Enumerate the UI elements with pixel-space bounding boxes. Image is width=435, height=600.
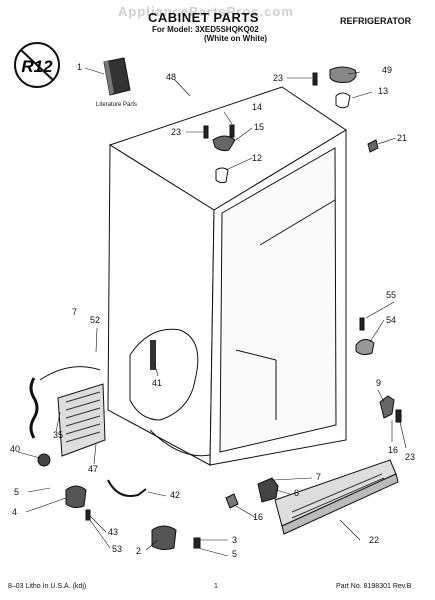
callout-2: 2 <box>136 546 142 556</box>
callout-43: 43 <box>108 527 119 537</box>
callout-12: 12 <box>252 153 263 163</box>
callout-23: 23 <box>273 73 284 83</box>
callout-53: 53 <box>112 544 123 554</box>
footer-page-number: 1 <box>214 583 218 590</box>
diagram-title: CABINET PARTS <box>148 10 259 25</box>
category-label: REFRIGERATOR <box>340 16 412 26</box>
callout-14: 14 <box>252 102 263 112</box>
callout-48: 48 <box>166 72 177 82</box>
top-hinge-assembly <box>203 66 379 184</box>
cabinet-opening-41 <box>150 340 156 370</box>
callout-55: 55 <box>386 290 397 300</box>
callout-4: 4 <box>12 507 18 517</box>
left-side-parts <box>29 366 106 467</box>
base-grille <box>274 459 399 535</box>
callout-22: 22 <box>369 535 380 545</box>
r12-badge: R12 <box>14 42 60 88</box>
callout-7: 7 <box>72 307 78 317</box>
callout-23c: 23 <box>405 452 416 462</box>
bottom-front-parts <box>65 477 279 551</box>
model-line: For Model: 3XED5SHQKQ02 <box>152 25 259 34</box>
footer-litho: 8–03 Litho In U.S.A. (kdj) <box>8 583 87 590</box>
callout-47: 47 <box>88 464 99 474</box>
callout-3: 3 <box>232 535 238 545</box>
callout-40: 40 <box>10 444 21 454</box>
callout-5b: 5 <box>232 549 238 559</box>
callout-54: 54 <box>386 315 397 325</box>
callout-42: 42 <box>170 490 181 500</box>
footer-part-number: Part No. 8198301 Rev.B <box>336 583 412 590</box>
callout-6: 6 <box>294 488 300 498</box>
cabinet-body <box>107 86 347 466</box>
callout-21: 21 <box>397 133 408 143</box>
callout-16b: 16 <box>253 512 264 522</box>
right-side-parts <box>355 317 402 423</box>
literature-booklet <box>103 57 131 96</box>
callout-7b: 7 <box>316 472 322 482</box>
callout-41: 41 <box>152 378 163 388</box>
color-line: (White on White) <box>204 34 268 43</box>
callout-23b: 23 <box>171 127 182 137</box>
callout-13: 13 <box>378 86 389 96</box>
literature-parts-label: Literature Parts <box>96 102 138 108</box>
callout-52: 52 <box>90 315 101 325</box>
callout-9: 9 <box>376 378 382 388</box>
callout-5: 5 <box>14 487 20 497</box>
leader-lines <box>17 67 407 557</box>
callout-1: 1 <box>77 62 83 72</box>
callout-16: 16 <box>388 445 399 455</box>
callout-49: 49 <box>382 65 393 75</box>
watermark: AppliancePartsPros.com <box>118 4 294 19</box>
callout-15: 15 <box>254 122 265 132</box>
callout-35: 35 <box>53 430 64 440</box>
r12-badge-text: R12 <box>21 57 53 76</box>
